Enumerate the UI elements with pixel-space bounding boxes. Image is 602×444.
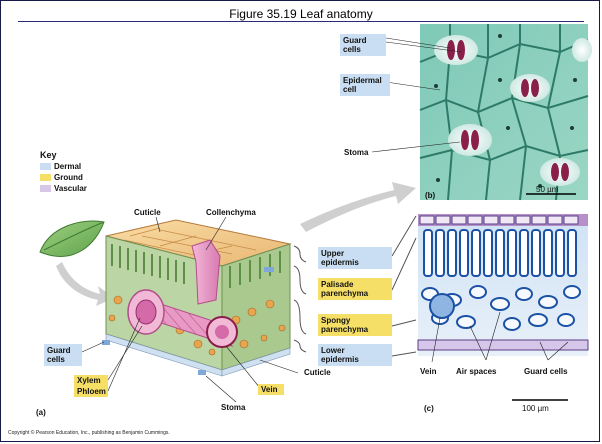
key-swatch-ground	[40, 174, 51, 181]
label-stoma-a: Stoma	[221, 403, 245, 412]
label-upper-epidermis: Upper epidermis	[318, 247, 392, 269]
key-swatch-dermal	[40, 163, 51, 170]
label-epidermal-cell: Epidermal cell	[340, 74, 390, 96]
label-palisade-parenchyma: Palisade parenchyma	[318, 278, 392, 300]
label-air-spaces: Air spaces	[456, 367, 496, 376]
label-lower-epidermis: Lower epidermis	[318, 344, 392, 366]
panel-c-letter: (c)	[424, 404, 434, 413]
label-guard-cells-b: Guard cells	[340, 34, 386, 56]
copyright-notice: Copyright © Pearson Education, Inc., pub…	[8, 430, 170, 436]
label-guard-cells-a: Guard cells	[44, 344, 82, 366]
whole-leaf	[40, 221, 104, 256]
label-spongy-parenchyma: Spongy parenchyma	[318, 314, 392, 336]
micrograph-c	[418, 214, 588, 356]
zoom-arrow-a	[56, 262, 114, 306]
label-collenchyma: Collenchyma	[206, 208, 256, 217]
key-label-vascular: Vascular	[54, 184, 87, 193]
label-cuticle-top: Cuticle	[134, 208, 161, 217]
label-stoma-b: Stoma	[344, 148, 368, 157]
leaf-block	[102, 220, 290, 376]
label-xylem: Xylem	[74, 375, 108, 386]
key-heading: Key	[40, 151, 57, 160]
scale-label-b: 50 µm	[536, 185, 558, 194]
key-label-ground: Ground	[54, 173, 83, 182]
label-phloem: Phloem	[74, 386, 108, 397]
label-guard-cells-c: Guard cells	[524, 367, 568, 376]
panel-a-letter: (a)	[36, 408, 46, 417]
label-cuticle-bottom: Cuticle	[304, 368, 331, 377]
panel-b-letter: (b)	[425, 191, 435, 200]
zoom-arrow-b	[300, 182, 416, 232]
micrograph-b	[420, 24, 592, 200]
key-label-dermal: Dermal	[54, 162, 81, 171]
label-vein-a: Vein	[258, 384, 284, 395]
key-swatch-vascular	[40, 185, 51, 192]
label-vein-c: Vein	[420, 367, 436, 376]
scale-label-c: 100 µm	[522, 404, 549, 413]
